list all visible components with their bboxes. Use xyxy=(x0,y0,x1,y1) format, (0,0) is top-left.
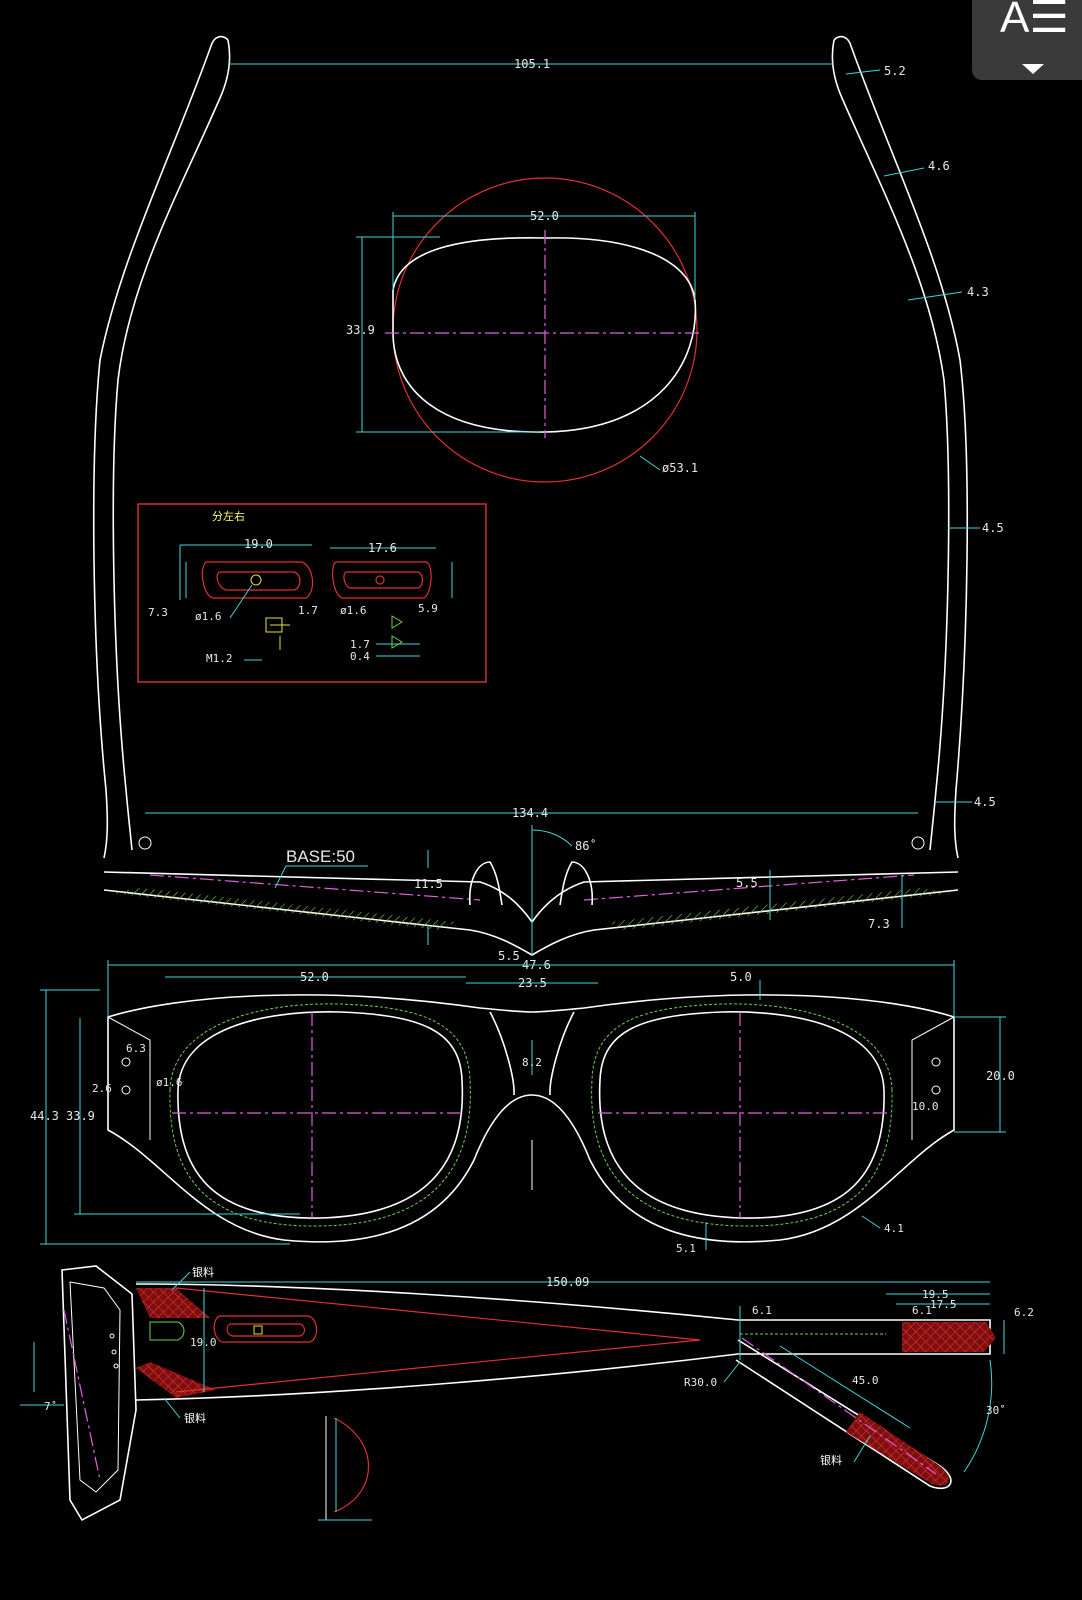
dim-105-1: 105.1 xyxy=(514,57,550,71)
material-label-1: 银料 xyxy=(192,1265,214,1279)
front-view: 52.0 23.5 5.0 6.3 2.6 ø1.6 8.2 44.3 33.9… xyxy=(30,960,1015,1255)
lens-shape-top xyxy=(392,237,697,433)
front-dim-4-1: 4.1 xyxy=(884,1222,904,1235)
side-dim-6-1-left: 6.1 xyxy=(752,1304,772,1317)
bridge-section-profile xyxy=(333,1417,369,1513)
hinge-dim-m1-2: M1.2 xyxy=(206,652,233,665)
dim-11-5: 11.5 xyxy=(414,877,443,891)
side-dim-19: 19.0 xyxy=(190,1336,217,1349)
side-dim-6-1-right: 6.1 xyxy=(912,1304,932,1317)
dim-5-5-right: 5.5 xyxy=(736,876,758,890)
dim-5-5-center: 5.5 xyxy=(498,949,520,963)
hinge-dim-0-4: 0.4 xyxy=(350,650,370,663)
dim-circle-53-1: ø53.1 xyxy=(662,461,698,475)
front-frame-outline xyxy=(107,994,955,1243)
hinge-detail-box: 分左右 19.0 17.6 7.3 ø1.6 1.7 ø1.6 5.9 M1.2… xyxy=(137,503,487,683)
hinge-dim-19: 19.0 xyxy=(244,537,273,551)
hinge-dim-7-3: 7.3 xyxy=(148,606,168,619)
front-dim-6-3: 6.3 xyxy=(126,1042,146,1055)
hinge-dim-17-6: 17.6 xyxy=(368,541,397,555)
front-bar-top-view xyxy=(103,871,959,924)
right-temple-outline xyxy=(833,35,969,859)
material-label-3: 银料 xyxy=(820,1453,842,1467)
reader-view-icon: A☰ xyxy=(1000,0,1069,42)
front-dim-2-6: 2.6 xyxy=(92,1082,112,1095)
side-dim-r30: R30.0 xyxy=(684,1376,717,1389)
dropdown-arrow-icon xyxy=(1022,64,1044,74)
front-dim-8-2: 8.2 xyxy=(522,1056,542,1069)
side-dim-30-deg: 30˚ xyxy=(986,1404,1006,1417)
dim-5-2: 5.2 xyxy=(884,64,906,78)
dim-4-5-upper: 4.5 xyxy=(982,521,1004,535)
side-dim-150-09: 150.09 xyxy=(546,1275,589,1289)
front-dim-44-3: 44.3 xyxy=(30,1109,59,1123)
dim-angle-86: 86˚ xyxy=(575,838,597,853)
hinge-dim-5-9: 5.9 xyxy=(418,602,438,615)
front-dim-5-0: 5.0 xyxy=(730,970,752,984)
hinge-dim-1-7-top: 1.7 xyxy=(298,604,318,617)
side-dim-19-5: 19.5 xyxy=(922,1288,949,1301)
front-dim-52: 52.0 xyxy=(300,970,329,984)
front-dim-20: 20.0 xyxy=(986,1069,1015,1083)
hinge-box-title: 分左右 xyxy=(212,509,245,523)
dim-lens-33-9: 33.9 xyxy=(346,323,375,337)
top-view: 105.1 5.2 4.6 4.3 4.5 4.5 52.0 33.9 ø53.… xyxy=(92,35,1004,972)
front-dim-5-1: 5.1 xyxy=(676,1242,696,1255)
hinge-dim-dia-1-6: ø1.6 xyxy=(195,610,222,623)
side-temple xyxy=(135,1283,991,1401)
side-view: 150.09 19.5 17.5 6.1 6.2 6.1 19.0 R30.0 … xyxy=(20,1265,1034,1522)
side-dim-45: 45.0 xyxy=(852,1374,879,1387)
dim-lens-52: 52.0 xyxy=(530,209,559,223)
hinge-dim-dia-1-6-b: ø1.6 xyxy=(340,604,367,617)
side-dim-7-deg: 7˚ xyxy=(44,1400,57,1413)
dim-4-3: 4.3 xyxy=(967,285,989,299)
front-dim-33-9: 33.9 xyxy=(66,1109,95,1123)
hinge-dim-1-7-b: 1.7 xyxy=(350,638,370,651)
side-dim-17-5: 17.5 xyxy=(930,1298,957,1311)
front-dim-bridge-23-5: 23.5 xyxy=(518,976,547,990)
dim-4-5-lower: 4.5 xyxy=(974,795,996,809)
front-dim-10: 10.0 xyxy=(912,1100,939,1113)
dim-7-3-right: 7.3 xyxy=(868,917,890,931)
material-label-2: 银料 xyxy=(184,1411,206,1425)
left-temple-outline xyxy=(92,35,229,859)
base-curve-label: BASE:50 xyxy=(286,847,355,866)
side-dim-6-2: 6.2 xyxy=(1014,1306,1034,1319)
reader-mode-button[interactable]: A☰ xyxy=(972,0,1082,80)
dim-134-4: 134.4 xyxy=(512,806,548,820)
side-front-profile xyxy=(61,1265,137,1522)
dim-4-6: 4.6 xyxy=(928,159,950,173)
front-dim-dia-1-6: ø1.6 xyxy=(156,1076,183,1089)
